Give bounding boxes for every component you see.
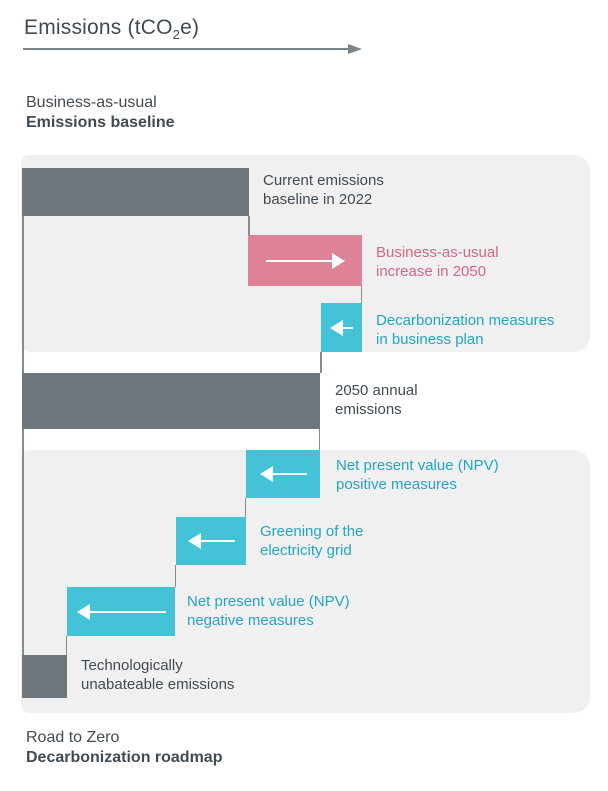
- label-line: 2050 annual: [335, 382, 418, 399]
- section-header-roadmap: Road to Zero Decarbonization roadmap: [26, 728, 222, 768]
- arrow-right-icon: [265, 252, 345, 269]
- label-line: Technologically: [81, 657, 183, 674]
- axis-title-text: Emissions (tCO: [24, 16, 173, 39]
- label-line: Decarbonization measures: [376, 312, 555, 329]
- axis-title-subscript: 2: [172, 27, 181, 42]
- label-bau-increase: Business-as-usual increase in 2050: [376, 243, 499, 281]
- axis-title-text-suffix: e): [180, 16, 200, 39]
- section-header-line-bold: Emissions baseline: [26, 114, 175, 131]
- label-line: Greening of the: [260, 523, 364, 540]
- bar-unabateable: [22, 655, 67, 698]
- axis-arrowhead-icon: [348, 43, 362, 54]
- label-line: negative measures: [187, 612, 314, 629]
- label-decarb-measures: Decarbonization measures in business pla…: [376, 311, 554, 349]
- label-line: Current emissions: [263, 172, 384, 189]
- section-header-line-bold: Decarbonization roadmap: [26, 749, 223, 766]
- label-2050-emissions: 2050 annual emissions: [335, 381, 418, 419]
- label-line: Net present value (NPV): [336, 457, 499, 474]
- label-unabateable: Technologically unabateable emissions: [81, 656, 234, 694]
- connector-line: [360, 286, 362, 303]
- connector-line: [318, 429, 320, 450]
- connector-line: [248, 216, 250, 235]
- axis-arrow: [23, 42, 362, 55]
- arrow-left-icon: [330, 319, 353, 336]
- bar-2050-emissions: [22, 373, 320, 429]
- connector-line: [22, 429, 24, 655]
- label-line: emissions: [335, 401, 402, 418]
- bar-npv-negative: [67, 587, 175, 636]
- arrow-left-icon: [187, 533, 235, 549]
- axis-title: Emissions (tCO2e): [24, 16, 200, 42]
- connector-line: [65, 636, 67, 655]
- label-line: baseline in 2022: [263, 191, 373, 208]
- bar-bau-increase: [248, 235, 362, 286]
- axis-arrow-line: [23, 47, 348, 50]
- connector-line: [320, 352, 322, 373]
- label-line: Net present value (NPV): [187, 593, 350, 610]
- bar-current-2022: [22, 168, 249, 216]
- connector-line: [174, 565, 176, 587]
- label-line: positive measures: [336, 476, 457, 493]
- arrow-left-icon: [259, 466, 307, 482]
- connector-line: [244, 498, 246, 517]
- bar-greening-grid: [176, 517, 246, 565]
- label-npv-negative: Net present value (NPV) negative measure…: [187, 592, 350, 630]
- label-line: electricity grid: [260, 542, 352, 559]
- label-line: increase in 2050: [376, 263, 487, 280]
- connector-line: [22, 216, 24, 373]
- section-header-line: Business-as-usual: [26, 94, 157, 111]
- label-line: in business plan: [376, 331, 484, 348]
- bar-decarb-measures: [321, 303, 362, 352]
- arrow-left-icon: [76, 603, 166, 620]
- label-greening-grid: Greening of the electricity grid: [260, 522, 363, 560]
- label-line: Business-as-usual: [376, 244, 499, 261]
- label-line: unabateable emissions: [81, 676, 235, 693]
- section-header-baseline: Business-as-usual Emissions baseline: [26, 93, 175, 133]
- section-header-line: Road to Zero: [26, 729, 120, 746]
- label-npv-positive: Net present value (NPV) positive measure…: [336, 456, 499, 494]
- bar-npv-positive: [246, 450, 320, 498]
- label-current-2022: Current emissions baseline in 2022: [263, 171, 384, 209]
